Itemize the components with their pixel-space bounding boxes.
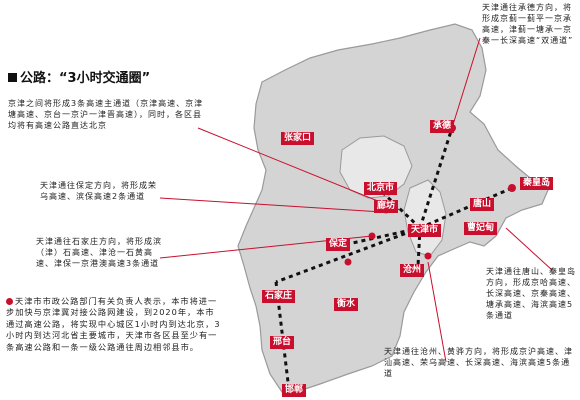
city-label-shijiazhuang: 石家庄	[262, 290, 296, 303]
city-label-handan: 邯郸	[282, 384, 307, 397]
route-to-qinhuangdao	[419, 186, 513, 230]
route-to-cangzhou	[416, 227, 422, 267]
headline-text: 公路：“3小时交通圈”	[20, 71, 151, 86]
marker-cangzhou	[424, 252, 432, 260]
page-title: 公路：“3小时交通圈”	[8, 67, 150, 86]
city-label-chengde: 承德	[430, 120, 455, 133]
city-label-cangzhou: 沧州	[400, 264, 425, 277]
tianjin-region-shape	[403, 179, 447, 257]
marker-qinhuangdao	[508, 184, 516, 192]
city-label-qinhuangdao: 秦皇岛	[520, 177, 554, 190]
leader-cheng	[451, 37, 481, 129]
leader-lines	[159, 37, 553, 363]
note-main-statement: 天津市市政公路部门有关负责人表示，本市将进一步加快与京津冀对接公路网建设，到20…	[6, 296, 222, 353]
leader-cang	[427, 261, 447, 363]
note-shijiazhuang-corridor: 天津通往石家庄方向，将形成滨（津）石高速、津沧一石黄高速、津保一京港澳高速3条通…	[36, 237, 162, 268]
note-baoding-corridor: 天津通往保定方向，将形成荣乌高速、滨保高速2条通道	[40, 181, 157, 201]
note-cangzhou-corridor: 天津通往沧州、黄骅方向，将形成京沪高速、津汕高速、荣乌高速、长深高速、海滨高速5…	[384, 347, 573, 378]
city-label-tianjin: 天津市	[408, 224, 442, 237]
city-label-zhangjiakou: 张家口	[281, 132, 315, 145]
city-label-baoding: 保定	[326, 238, 351, 251]
note-tangshan-corridor: 天津通往唐山、秦皇岛方向，形成京哈高速、长深高速、京秦高速、塘承高速、海滨高速5…	[486, 267, 576, 320]
leader-jing	[197, 127, 401, 211]
note-main-text: 天津市市政公路部门有关负责人表示，本市将进一步加快与京津冀对接公路网建设，到20…	[6, 296, 221, 352]
city-label-caofeidian: 曹妃甸	[464, 222, 498, 235]
note-beijing-corridor: 京津之间将形成3条高速主通道（京津高速、京津塘高速、京台一京沪一津晋高速），同时…	[8, 99, 204, 130]
city-label-langfang: 廊坊	[374, 200, 399, 213]
leader-bao	[159, 197, 383, 213]
square-bullet-icon	[8, 73, 17, 82]
city-label-tangshan: 唐山	[470, 198, 495, 211]
marker-shijiazhuang	[344, 258, 352, 266]
city-label-beijing: 北京市	[364, 182, 398, 195]
leader-tang	[505, 227, 553, 271]
route-to-shijiazhuang	[275, 226, 421, 284]
route-to-chengde	[418, 127, 454, 229]
red-dot-icon	[6, 298, 13, 305]
marker-baoding	[368, 232, 376, 240]
note-chengde-corridor: 天津通往承德方向，将形成京蓟一蓟平一京承高速，津蓟一塘承一京秦一长深高速“双通道…	[482, 3, 574, 45]
city-label-hengshui: 衡水	[334, 298, 359, 311]
city-label-xingtai: 邢台	[270, 336, 295, 349]
